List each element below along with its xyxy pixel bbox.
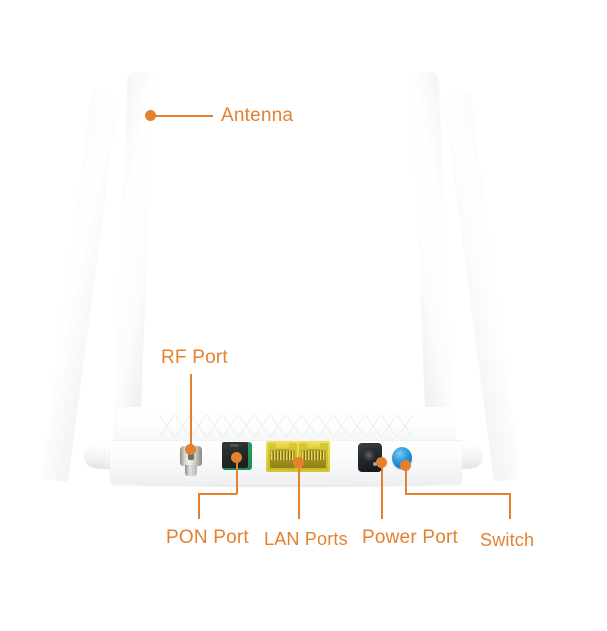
switch-callout-dot	[400, 460, 411, 471]
rf-port-callout-dot	[185, 444, 196, 455]
switch-callout-line-v2	[509, 493, 511, 519]
switch-callout-line-h	[404, 493, 511, 495]
power-port-callout-line	[380, 467, 383, 519]
lan-port-1	[268, 443, 297, 470]
power-port-callout-dot	[376, 457, 387, 468]
pon-port-callout-line-h	[198, 493, 237, 495]
lan-ports-callout-label: LAN Ports	[264, 529, 348, 549]
lan-port-1-pins	[271, 451, 294, 460]
power-port-ring	[363, 450, 377, 466]
antenna-callout-label: Antenna	[221, 105, 294, 126]
antenna-callout-line	[155, 114, 213, 117]
pon-port-callout-label: PON Port	[166, 527, 249, 548]
lan-port-2-pins	[302, 451, 325, 460]
lan-port-2	[299, 443, 328, 470]
pon-port-tab	[230, 444, 239, 447]
rf-port-callout-line	[190, 374, 192, 450]
antenna-callout-dot	[145, 110, 156, 121]
lan-port-1-notch	[276, 443, 289, 450]
power-port-callout-label: Power Port	[362, 527, 458, 548]
pon-port-callout-line-v2	[198, 493, 200, 519]
antenna-knob-right	[461, 444, 483, 468]
lan-ports-callout-dot	[293, 457, 304, 468]
router-top-panel	[116, 407, 456, 443]
pon-port-callout-line-v1	[235, 462, 238, 494]
lan-port-1-cavity	[270, 450, 295, 468]
antenna-knob-left	[84, 444, 106, 468]
lan-port-2-notch	[307, 443, 320, 450]
power-port-pin	[373, 462, 377, 466]
lan-port-2-cavity	[301, 450, 326, 468]
rf-port-callout-label: RF Port	[161, 347, 228, 368]
switch-callout-line-v1	[404, 470, 407, 494]
pon-port-callout-dot	[231, 452, 242, 463]
lan-ports-callout-line	[297, 467, 300, 519]
rf-port-pin	[188, 452, 194, 460]
rf-port-stem	[185, 465, 197, 476]
antenna-outer-left	[42, 89, 119, 482]
switch-callout-label: Switch	[480, 530, 535, 550]
